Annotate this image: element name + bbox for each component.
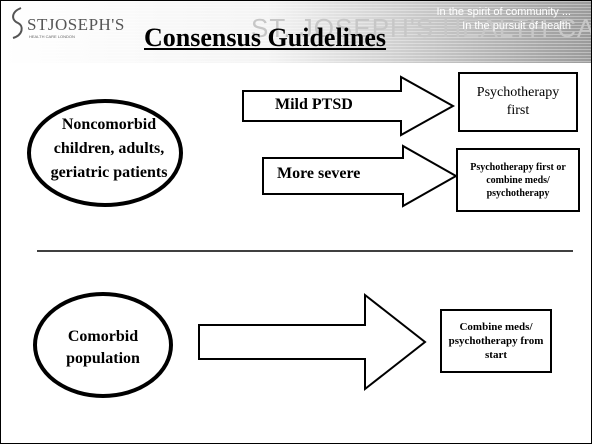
logo-name: STJOSEPH'S	[27, 15, 125, 34]
tagline-line-2: In the pursuit of health	[462, 20, 571, 32]
tagline-line-1: In the spirit of community ...	[436, 6, 572, 18]
slide-title: Consensus Guidelines	[144, 23, 387, 52]
header-watermark: ST. JOSEPH'S HEALTH CARE	[251, 13, 592, 43]
more-severe-arrow	[262, 144, 459, 208]
noncomorbid-population-label: Noncomorbid children, adults, geriatric …	[50, 116, 168, 181]
header-banner	[1, 1, 591, 63]
mild-ptsd-arrow	[242, 75, 456, 137]
logo-swirl-icon	[12, 7, 23, 39]
noncomorbid-ellipse	[27, 99, 183, 207]
comorbid-arrow	[198, 292, 427, 392]
logo-subtitle: HEALTH CARE LONDON	[29, 34, 75, 39]
tagline: In the spirit of community ... In the pu…	[437, 5, 572, 33]
comorbid-population-label: Comorbid population	[66, 328, 140, 367]
more-severe-label: More severe	[277, 165, 361, 182]
psychotherapy-first-box: Psychotherapy first	[458, 72, 578, 132]
st-josephs-logo: STJOSEPH'S HEALTH CARE LONDON	[7, 6, 124, 40]
mild-ptsd-label: Mild PTSD	[275, 96, 353, 113]
psychotherapy-or-combine-box: Psychotherapy first or combine meds/ psy…	[456, 148, 580, 212]
header-stripes	[1, 1, 591, 63]
combine-meds-box: Combine meds/ psychotherapy from start	[440, 309, 552, 373]
comorbid-ellipse	[33, 292, 173, 398]
